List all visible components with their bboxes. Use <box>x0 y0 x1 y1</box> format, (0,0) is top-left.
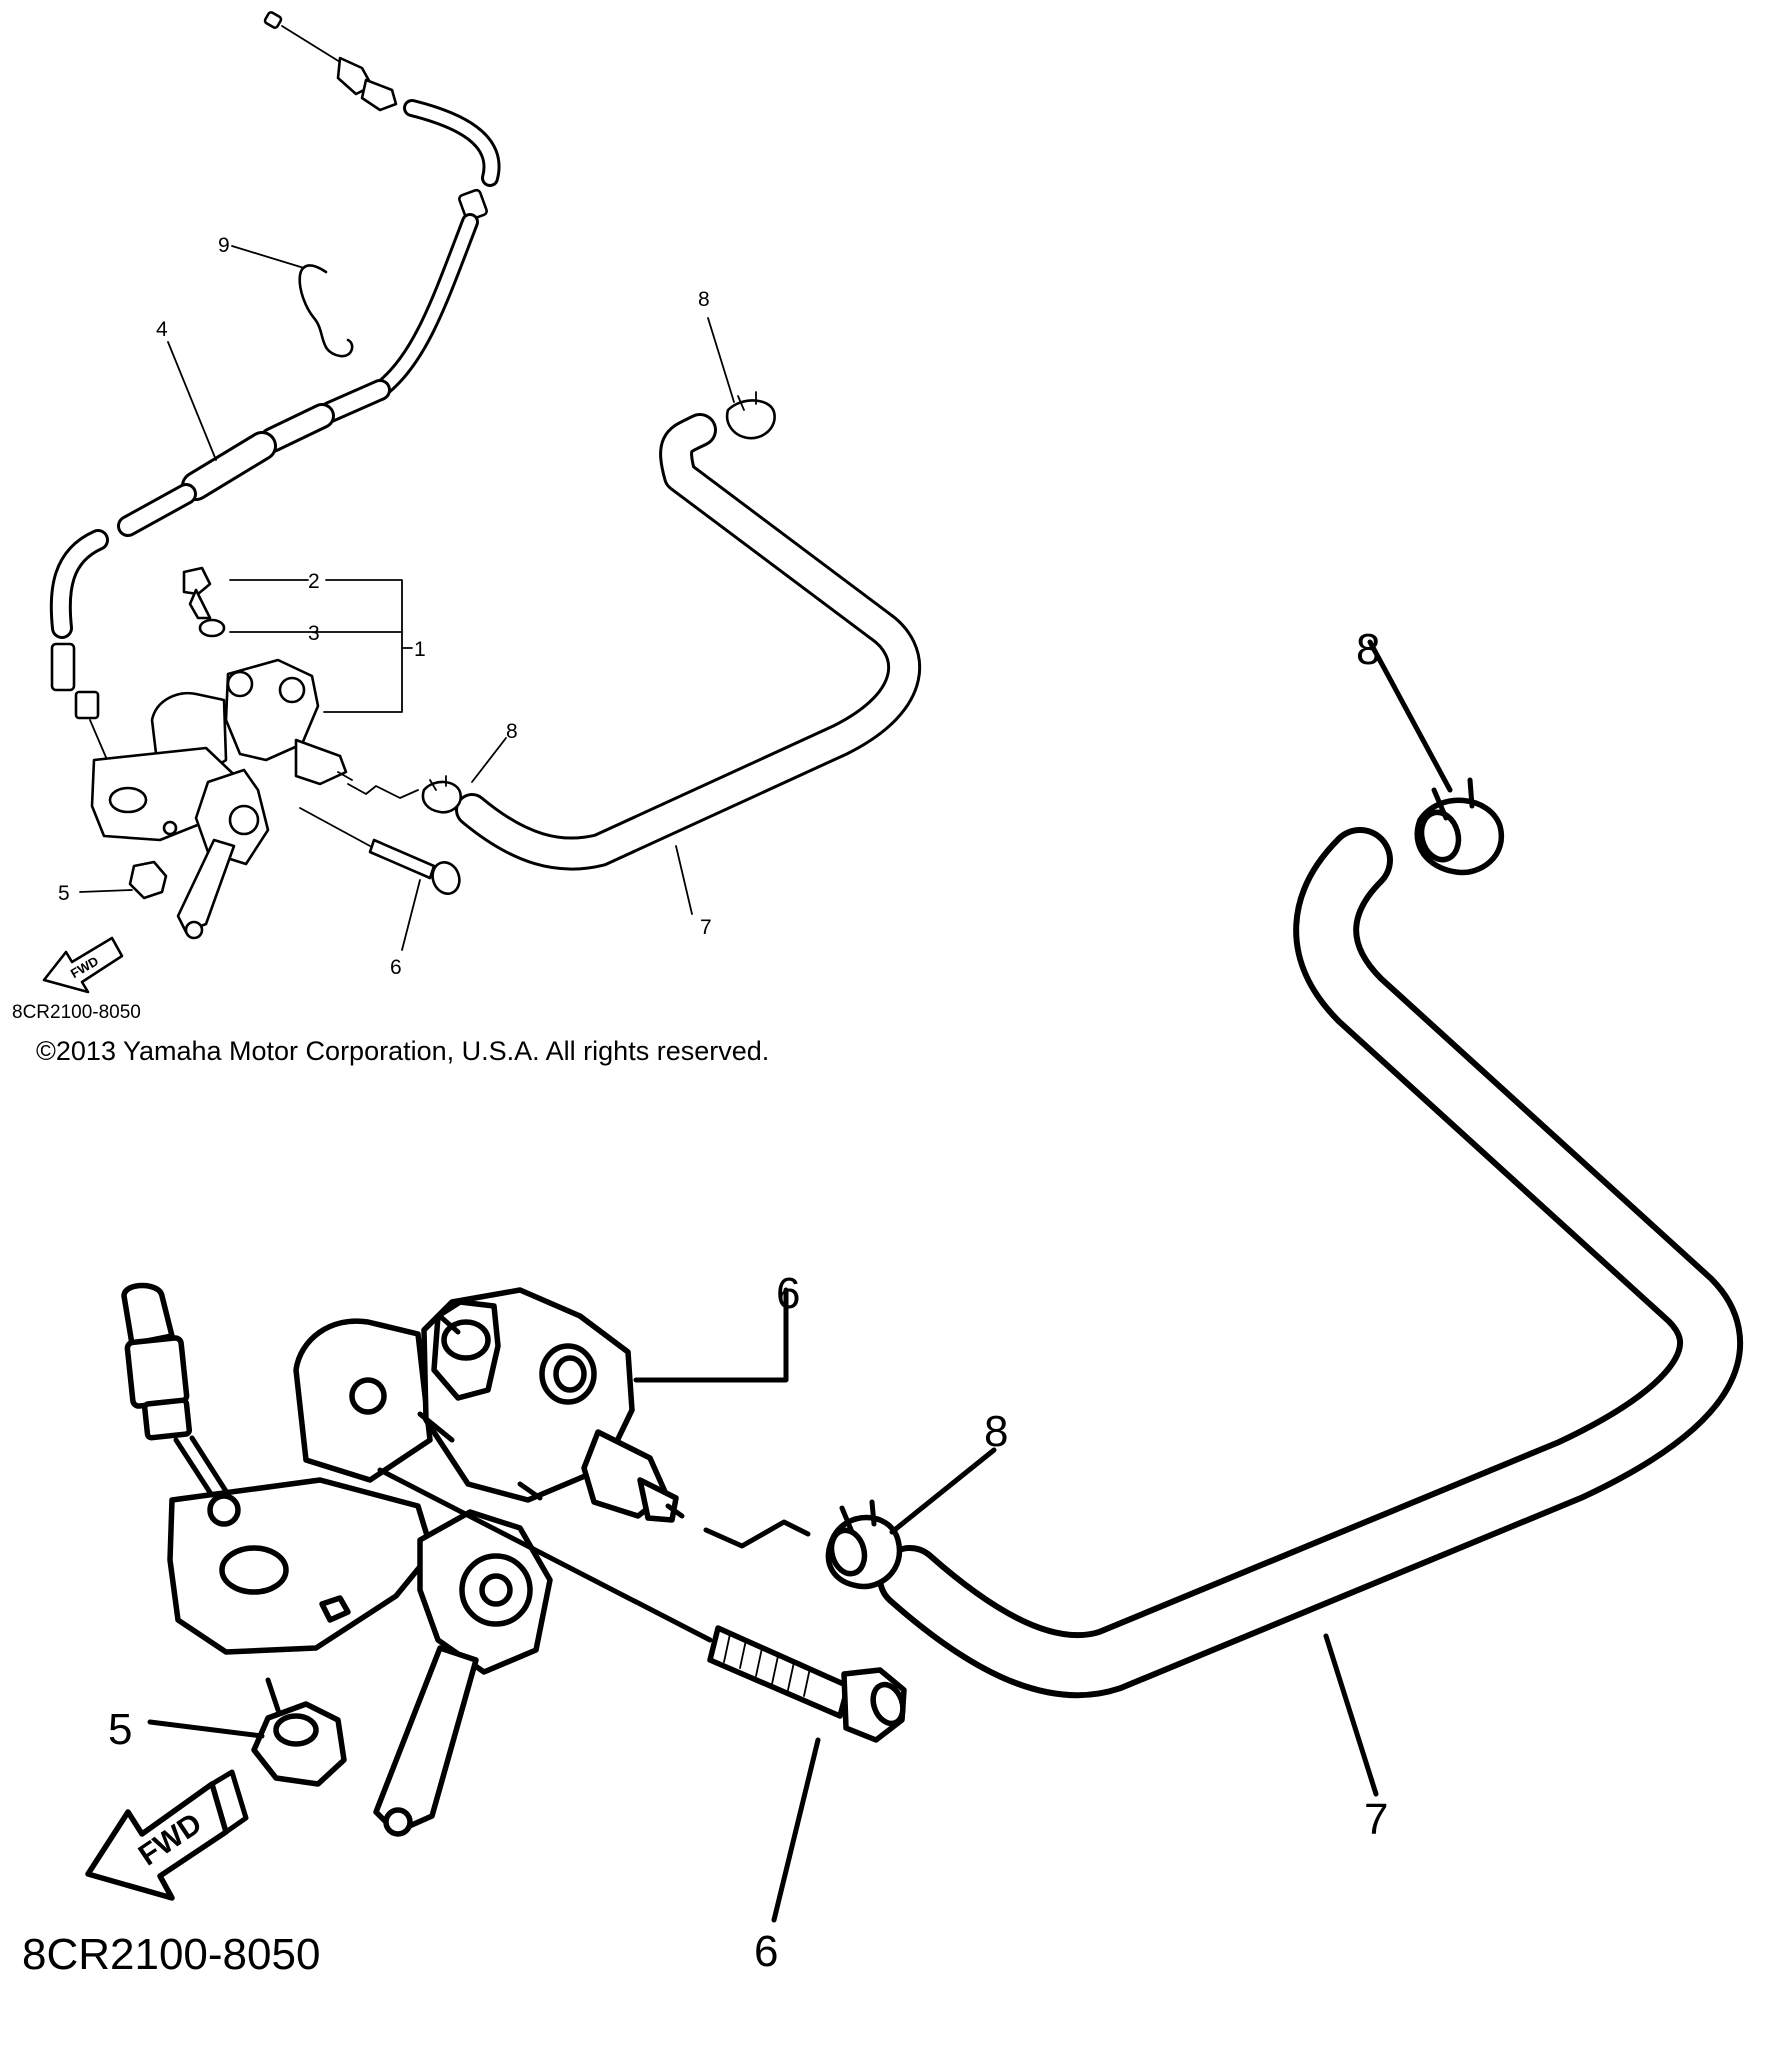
callout-9: 9 <box>218 234 230 257</box>
cable-clip <box>298 264 354 358</box>
nut <box>128 860 168 900</box>
fwd-arrow-large: FWD <box>85 1769 249 1901</box>
fwd-arrow-small: FWD <box>42 936 124 994</box>
cable-top-end <box>263 11 398 112</box>
detail-cable-end <box>121 1282 241 1517</box>
throttle-cable <box>49 99 501 777</box>
callout-3: 3 <box>308 622 320 645</box>
detail-callout-7: 7 <box>1364 1795 1388 1844</box>
oil-hose-small <box>455 413 922 871</box>
bolt-and-washer <box>182 566 226 638</box>
detail-hose-clamp-pump <box>703 1499 903 1590</box>
detail-callout-6-top: 6 <box>776 1269 800 1318</box>
adjusting-screw <box>299 807 461 895</box>
detail-hose-clamp-top <box>1414 777 1505 876</box>
detail-oil-hose <box>877 827 1744 1699</box>
detail-diagram: FWD 6 8 8 5 6 7 <box>85 625 1744 1976</box>
oil-pump <box>90 658 353 940</box>
hose-clamp-top <box>725 399 776 440</box>
copyright-notice: ©2013 Yamaha Motor Corporation, U.S.A. A… <box>36 1036 770 1066</box>
detail-oil-pump <box>167 1287 685 1837</box>
callout-5: 5 <box>58 882 70 905</box>
detail-callout-8-top: 8 <box>1356 625 1380 674</box>
callout-7: 7 <box>700 916 712 939</box>
detail-adjusting-screw <box>377 1467 907 1743</box>
diagram-code-small: 8CR2100-8050 <box>12 1002 141 1023</box>
hose-clamp-pump <box>421 780 462 814</box>
detail-callout-8-pump: 8 <box>984 1407 1008 1456</box>
callout-4: 4 <box>156 318 168 341</box>
callout-8-pump: 8 <box>506 720 518 743</box>
detail-callout-5: 5 <box>108 1705 132 1754</box>
diagram-code-large: 8CR2100-8050 <box>22 1930 321 1979</box>
callout-1: 1 <box>414 638 426 661</box>
callout-2: 2 <box>308 570 320 593</box>
callout-8-top: 8 <box>698 288 710 311</box>
callout-6: 6 <box>390 956 402 979</box>
detail-callout-6-bottom: 6 <box>754 1927 778 1976</box>
detail-nut <box>251 1677 347 1787</box>
overview-diagram: FWD 2 3 1 9 4 5 6 7 8 8 <box>42 11 922 994</box>
